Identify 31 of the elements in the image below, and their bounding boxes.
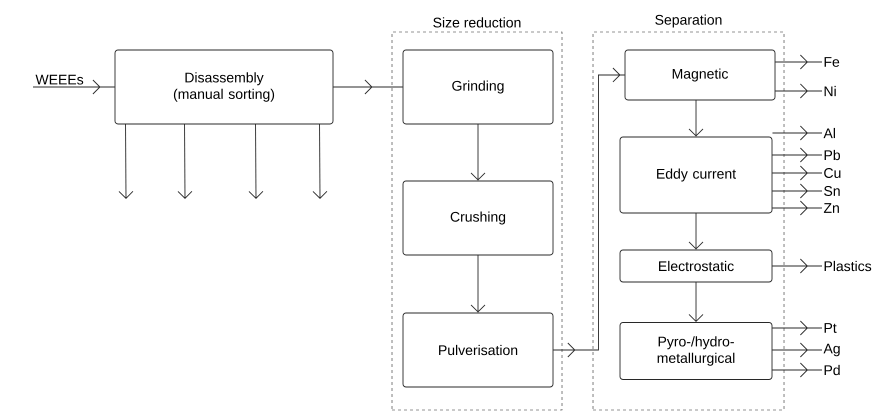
arrow bbox=[470, 124, 486, 181]
process-box: Grinding bbox=[402, 50, 554, 124]
process-box: Disassembly (manual sorting) bbox=[114, 50, 334, 124]
arrow bbox=[688, 213, 704, 250]
process-box: Pulverisation bbox=[402, 312, 554, 388]
output-label: Cu bbox=[824, 168, 840, 178]
arrow bbox=[312, 124, 328, 199]
output-label: Pt bbox=[824, 323, 837, 333]
process-box: Magnetic bbox=[624, 50, 776, 100]
arrow bbox=[248, 124, 264, 199]
output-label: Sn bbox=[824, 186, 840, 196]
arrow bbox=[688, 100, 704, 137]
process-box: Electrostatic bbox=[620, 250, 772, 282]
output-label: Fe bbox=[824, 57, 840, 67]
process-box: Pyro-/hydro- metallurgical bbox=[620, 322, 772, 380]
arrow bbox=[118, 124, 134, 199]
arrow bbox=[688, 282, 704, 322]
arrow bbox=[470, 255, 486, 313]
arrow bbox=[178, 124, 192, 199]
process-box: Eddy current bbox=[620, 136, 772, 214]
output-label: Plastics bbox=[824, 260, 872, 272]
process-box: Crushing bbox=[402, 180, 554, 256]
output-label: Zn bbox=[824, 203, 839, 213]
output-label: Al bbox=[824, 128, 835, 138]
output-label: Pb bbox=[824, 150, 840, 160]
group-title: Separation bbox=[655, 14, 722, 28]
output-label: Pd bbox=[824, 364, 840, 376]
output-label: Ni bbox=[824, 86, 836, 96]
group-title: Size reduction bbox=[433, 17, 520, 28]
output-label: Ag bbox=[824, 344, 840, 356]
input-label: WEEEs bbox=[36, 74, 84, 85]
